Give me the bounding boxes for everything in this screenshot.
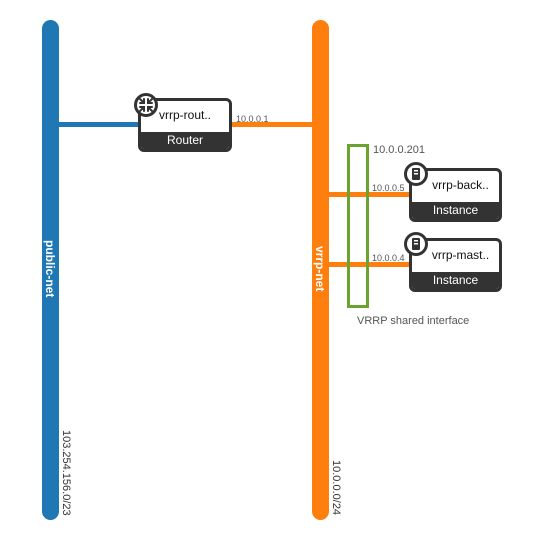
instance-master-name: vrrp-mast.. [431,248,490,262]
vrrp-net-bar[interactable]: vrrp-net [312,20,329,520]
router-port-ip: 10.0.0.1 [236,114,269,124]
instance-backup-name: vrrp-back.. [432,178,489,192]
router-vrrp-link [230,122,314,127]
vrrp-shared-interface-label: VRRP shared interface [357,315,470,327]
instance-master-link [328,262,412,267]
instance-backup-node[interactable]: vrrp-back.. Instance [409,168,502,222]
server-icon [404,232,428,256]
router-icon [134,93,158,117]
public-net-cidr: 103.254.156.0/23 [60,430,72,516]
instance-backup-port-ip: 10.0.0.5 [372,183,405,193]
instance-backup-link [328,192,412,197]
router-public-link [58,122,142,127]
router-name: vrrp-rout.. [158,108,211,122]
vrrp-shared-ip: 10.0.0.201 [373,144,425,156]
public-net-label: public-net [43,240,57,298]
instance-master-port-ip: 10.0.0.4 [372,253,405,263]
vrrp-shared-interface-box[interactable] [347,144,369,308]
router-type-label: Router [141,132,229,149]
instance-backup-type-label: Instance [412,202,499,219]
vrrp-net-cidr: 10.0.0.0/24 [330,460,342,516]
server-icon [404,162,428,186]
public-net-bar[interactable]: public-net [42,20,59,520]
instance-master-type-label: Instance [412,272,499,289]
vrrp-net-label: vrrp-net [313,246,327,292]
